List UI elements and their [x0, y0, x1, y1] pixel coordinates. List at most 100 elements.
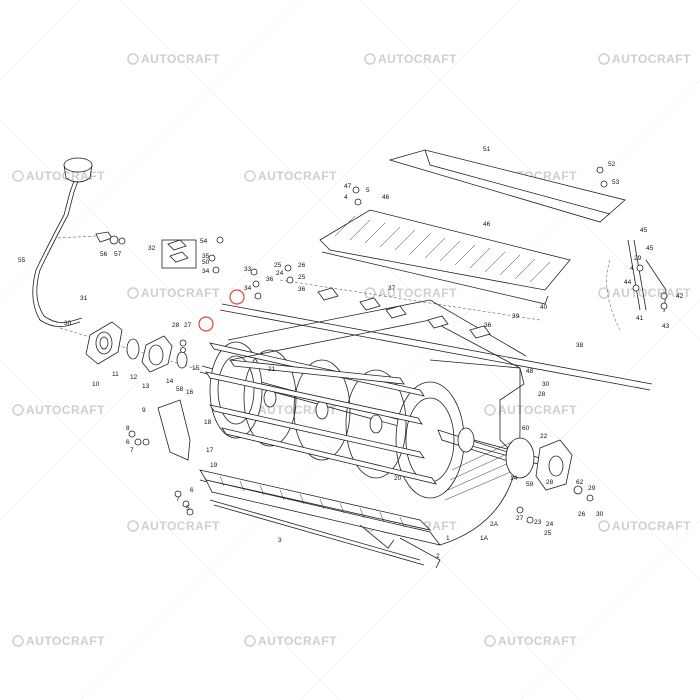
callout: 53 [612, 179, 620, 186]
callout: 59 [526, 481, 534, 488]
callout: 60 [522, 425, 530, 432]
callout: 43 [662, 323, 670, 330]
callout: 14 [510, 475, 518, 482]
svg-text:AUTOCRAFT: AUTOCRAFT [26, 403, 105, 417]
upper-beater-cover [319, 149, 626, 305]
callout: 46 [382, 194, 390, 201]
left-bearing-assembly [59, 321, 201, 373]
callout: 4 [630, 265, 634, 272]
callout: 48 [526, 368, 534, 375]
svg-text:AUTOCRAFT: AUTOCRAFT [612, 52, 691, 66]
watermark-logo: AUTOCRAFT [484, 634, 577, 648]
svg-text:AUTOCRAFT: AUTOCRAFT [26, 634, 105, 648]
callout: 26 [298, 262, 306, 269]
watermark-logo: AUTOCRAFT [127, 519, 220, 533]
callout: 17 [206, 447, 214, 454]
callout: 18 [204, 419, 212, 426]
callout: 56 [100, 251, 108, 258]
callout: 52 [608, 161, 616, 168]
watermark-logo: AUTOCRAFT [12, 634, 105, 648]
callout: 37 [388, 285, 396, 292]
callout: 2A [490, 521, 499, 528]
svg-text:AUTOCRAFT: AUTOCRAFT [258, 169, 337, 183]
svg-text:AUTOCRAFT: AUTOCRAFT [498, 403, 577, 417]
callout: 6 [126, 439, 130, 446]
callout: 32 [148, 245, 156, 252]
svg-text:AUTOCRAFT: AUTOCRAFT [612, 519, 691, 533]
callout: 57 [114, 251, 122, 258]
callout: 3 [278, 537, 282, 544]
watermark-logo: AUTOCRAFT [127, 52, 220, 66]
callout: 29 [634, 255, 642, 262]
callout: 44 [624, 279, 632, 286]
callout: 27 [184, 322, 192, 329]
fastener-group-top [161, 166, 608, 339]
callout: 41 [636, 315, 644, 322]
callout: 40 [540, 304, 548, 311]
callout: 27 [516, 515, 524, 522]
callout: 45 [646, 245, 654, 252]
callout: 30 [542, 381, 550, 388]
watermark-logo: AUTOCRAFT [364, 286, 457, 300]
callout: 24 [276, 270, 284, 277]
callout: 7 [130, 447, 134, 454]
callout: 31 [80, 295, 88, 302]
concave-rod [219, 279, 653, 391]
rotation-sensor-cable [32, 157, 126, 328]
svg-text:AUTOCRAFT: AUTOCRAFT [378, 52, 457, 66]
callout: 8 [126, 425, 130, 432]
callout: 24 [546, 521, 554, 528]
watermark-logo: AUTOCRAFT [244, 169, 337, 183]
callout: 42 [676, 293, 684, 300]
callout: 20 [394, 475, 402, 482]
callout: 6 [190, 487, 194, 494]
concave-grate [199, 299, 527, 569]
callout: 29 [588, 485, 596, 492]
callout: 50 [202, 259, 210, 266]
callout: 34 [244, 285, 252, 292]
callout: 28 [546, 479, 554, 486]
callout: 5 [186, 505, 190, 512]
svg-text:AUTOCRAFT: AUTOCRAFT [378, 286, 457, 300]
watermark-logo: AUTOCRAFT [244, 634, 337, 648]
callout: 13 [142, 383, 150, 390]
svg-text:AUTOCRAFT: AUTOCRAFT [498, 634, 577, 648]
highlight-circle [198, 316, 214, 332]
callout: 9 [142, 407, 146, 414]
callout: 39 [512, 313, 520, 320]
callout: 26 [578, 511, 586, 518]
callout: 4 [344, 194, 348, 201]
callout: 58 [176, 386, 184, 393]
callout: 12 [130, 374, 138, 381]
callout: 30 [596, 511, 604, 518]
callout: 14 [166, 378, 174, 385]
adjust-linkage [606, 239, 668, 331]
svg-text:AUTOCRAFT: AUTOCRAFT [141, 519, 220, 533]
svg-text:AUTOCRAFT: AUTOCRAFT [258, 634, 337, 648]
callout: 47 [344, 183, 352, 190]
callout: 7 [176, 496, 180, 503]
callout: 1A [480, 535, 489, 542]
lower-bracket [128, 399, 194, 516]
callout: 25 [274, 262, 282, 269]
callout: 36 [266, 276, 274, 283]
callout: 51 [483, 146, 491, 153]
watermark-logo: AUTOCRAFT [12, 403, 105, 417]
callout: 28 [172, 322, 180, 329]
callout: 35 [202, 253, 210, 260]
callout: 62 [576, 479, 584, 486]
callout: 54 [200, 238, 208, 245]
callout: 16 [186, 389, 194, 396]
callout: 28 [538, 391, 546, 398]
callout: 36 [484, 322, 492, 329]
callout: 11 [112, 371, 119, 378]
callout: 34 [202, 268, 210, 275]
right-bearing-assembly [505, 437, 594, 524]
watermark-logo: AUTOCRAFT [484, 403, 577, 417]
callout: 55 [18, 257, 26, 264]
callout: 5 [366, 187, 370, 194]
watermark-logo: AUTOCRAFT [598, 519, 691, 533]
threshing-drum [199, 341, 563, 499]
